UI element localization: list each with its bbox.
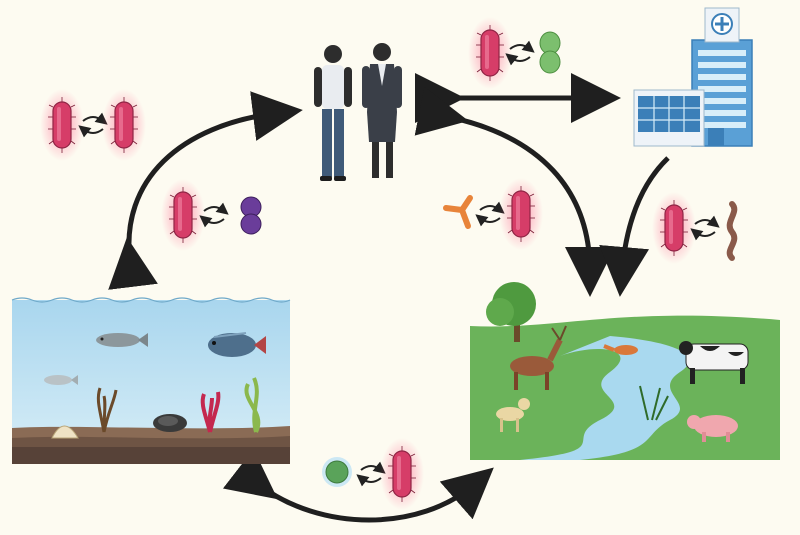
- exchange-bacteria-worm: [651, 191, 738, 265]
- dog-icon: [496, 398, 530, 432]
- exchange-bacteria-bacteria: [39, 88, 147, 162]
- aquatic-ecosystem-icon: [11, 297, 291, 464]
- arrow-humans-terrestrial: [414, 86, 615, 297]
- fungus-icon: [443, 195, 473, 229]
- fish-icon: [96, 333, 148, 347]
- cow-icon: [679, 341, 749, 384]
- tilapia-icon: [208, 332, 266, 357]
- arrow-aquatic-terrestrial: [222, 448, 494, 523]
- arrow-aquatic-humans: [108, 91, 303, 290]
- exchange-protist-bacteria: [322, 437, 425, 511]
- coccus-icon: [240, 196, 262, 235]
- kelp-icon: [96, 387, 118, 433]
- small-fish-icon: [44, 375, 78, 385]
- tree-icon: [486, 282, 536, 342]
- protist-icon: [322, 457, 352, 487]
- pig-icon: [687, 415, 738, 442]
- reeds-icon: [639, 385, 669, 421]
- two-people-icon: [314, 43, 402, 181]
- worm-icon: [726, 201, 738, 261]
- transmission-arrows: [108, 73, 670, 523]
- shell-icon: [51, 425, 79, 439]
- exchange-bacteria-coccus: [160, 178, 262, 252]
- hospital-building-icon: [633, 7, 753, 147]
- exchange-bacteria-green-cell: [467, 16, 561, 90]
- deer-icon: [510, 325, 567, 390]
- fox-icon: [603, 344, 638, 355]
- mussel-icon: [153, 414, 187, 432]
- arrow-hospital-terrestrial: [599, 156, 670, 297]
- green-diplococcus-icon: [539, 31, 561, 74]
- red-algae-icon: [200, 391, 221, 433]
- seaweed-icon: [244, 377, 261, 433]
- farm-landscape-icon: [470, 282, 780, 460]
- exchange-fungus-bacteria: [443, 177, 544, 251]
